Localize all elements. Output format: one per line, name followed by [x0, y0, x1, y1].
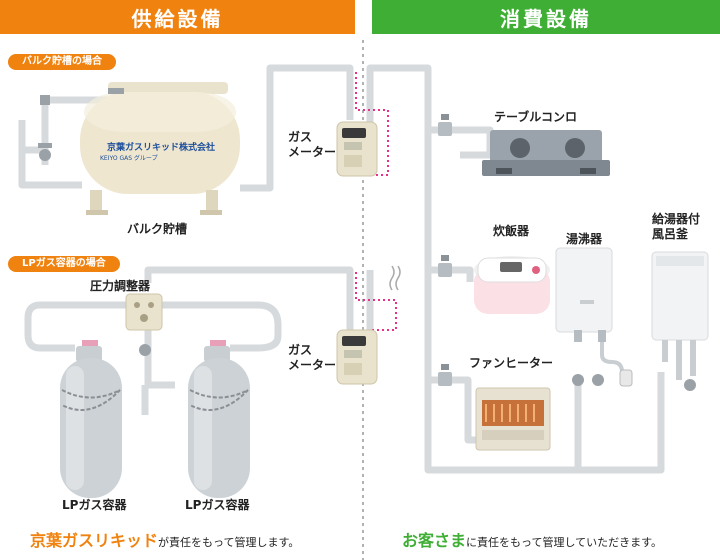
bath-heater-label-line1: 給湯器付: [652, 212, 701, 226]
tank-company-sub: KEIYO GAS グループ: [100, 155, 158, 162]
consumer-footer-text: に責任をもって管理していただきます。: [466, 536, 663, 549]
rice-cooker-label: 炊飯器: [493, 224, 530, 238]
gas-meter-bottom: [336, 329, 378, 385]
water-heater-label: 湯沸器: [566, 232, 603, 246]
boundary-connections: [355, 72, 397, 331]
pressure-regulator-shape: [125, 293, 163, 356]
supply-header: 供給設備: [0, 0, 355, 34]
lp-cylinder-label-right: LPガス容器: [185, 498, 250, 512]
bulk-tank-shape: [80, 82, 240, 215]
fan-heater-label: ファンヒーター: [469, 356, 554, 370]
gas-meter-label-line1: ガス: [288, 343, 313, 357]
gas-meter-label-line2: メーター: [288, 145, 337, 159]
tank-company-plate: 京葉ガスリキッド株式会社 KEIYO GAS グループ: [96, 140, 226, 162]
tank-company-name: 京葉ガスリキッド株式会社: [106, 143, 215, 153]
bath-heater-label: 給湯器付 風呂釜: [652, 212, 700, 242]
gas-meter-top: [336, 121, 378, 177]
table-stove-shape: [482, 130, 610, 176]
bath-heater-label-line2: 風呂釜: [652, 227, 689, 241]
bulk-valves: [38, 88, 124, 161]
bath-heater-shape: [651, 251, 709, 391]
consumer-header: 消費設備: [372, 0, 720, 34]
gas-meter-label-line1: ガス: [288, 130, 313, 144]
fan-heater-shape: [475, 387, 551, 451]
lp-section-tag: LPガス容器の場合: [8, 256, 120, 272]
lp-cylinder-right: [188, 340, 250, 498]
supply-footer-emphasis: 京葉ガスリキッド: [30, 531, 159, 550]
consumer-valves: [438, 114, 452, 386]
lp-cylinder-label-left: LPガス容器: [62, 498, 127, 512]
supply-footer: 京葉ガスリキッドが責任をもって管理します。: [30, 527, 299, 551]
pressure-regulator-label: 圧力調整器: [90, 279, 151, 293]
gas-vent-wave: [395, 265, 401, 291]
gas-meter-label-top: ガス メーター: [288, 130, 336, 160]
water-heater-shape: [555, 247, 633, 387]
consumer-footer-emphasis: お客さま: [402, 531, 467, 550]
table-stove-label: テーブルコンロ: [494, 110, 578, 124]
gas-vent-wave: [389, 265, 395, 291]
lp-cylinder-left: [60, 340, 122, 498]
consumer-footer: お客さまに責任をもって管理していただきます。: [402, 527, 662, 551]
bulk-section-tag: バルク貯槽の場合: [8, 54, 116, 70]
supply-footer-text: が責任をもって管理します。: [158, 536, 300, 549]
rice-cooker-shape: [474, 256, 550, 314]
gas-meter-label-bottom: ガス メーター: [288, 343, 336, 373]
gas-meter-label-line2: メーター: [288, 358, 337, 372]
bulk-tank-label: バルク貯槽: [127, 222, 188, 236]
